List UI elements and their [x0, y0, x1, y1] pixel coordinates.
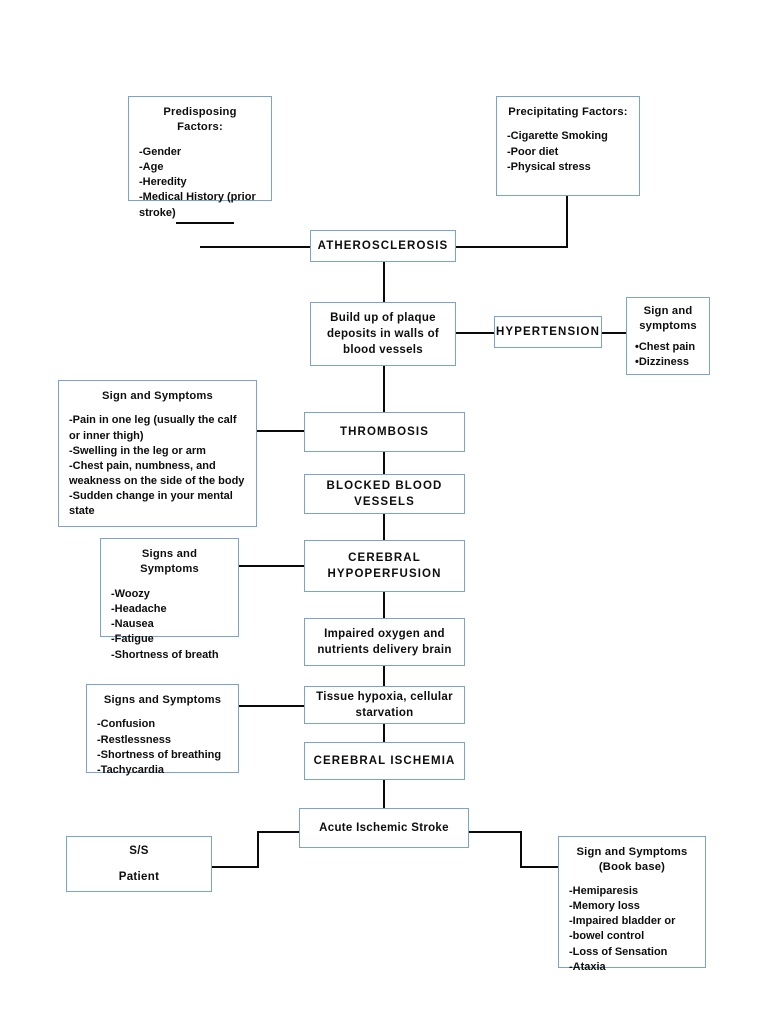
- list-item: -Shortness of breathing: [97, 748, 222, 761]
- node-predisposing-factors[interactable]: Predisposing Factors: -Gender -Age -Here…: [128, 96, 272, 219]
- node-tissue-hypoxia[interactable]: Tissue hypoxia, cellular starvation: [304, 686, 465, 724]
- list-item: -Physical stress: [507, 160, 591, 173]
- node-hypertension[interactable]: HYPERTENSION: [494, 316, 602, 348]
- connector-stroke-book-horizontal-lower: [520, 866, 560, 869]
- list-item: -Gender: [139, 145, 182, 158]
- hypertension-label: HYPERTENSION: [496, 325, 600, 338]
- thrombosis-label: THROMBOSIS: [340, 425, 429, 438]
- connector-stray-rule: [176, 222, 234, 225]
- list-item: -Headache: [111, 603, 167, 616]
- connector-left-into-atherosclerosis: [200, 246, 310, 249]
- list-item: -Cigarette Smoking: [507, 130, 608, 143]
- node-precipitating-factors[interactable]: Precipitating Factors: -Cigarette Smokin…: [496, 96, 640, 196]
- book-symptoms-list: -Hemiparesis -Memory loss -Impaired blad…: [569, 884, 695, 975]
- hypoxia-label: Tissue hypoxia, cellular starvation: [316, 690, 453, 719]
- node-cerebral-hypoperfusion[interactable]: CEREBRAL HYPOPERFUSION: [304, 540, 465, 592]
- connector-hypertension-symptoms: [602, 332, 626, 335]
- list-item: -Woozy: [111, 587, 150, 600]
- node-impaired-delivery[interactable]: Impaired oxygen and nutrients delivery b…: [304, 618, 465, 666]
- htn-symptoms-title-line1: Sign and: [643, 305, 693, 317]
- node-hypoperfusion-symptoms[interactable]: Signs and Symptoms -Woozy -Headache -Nau…: [100, 538, 239, 661]
- node-acute-ischemic-stroke[interactable]: Acute Ischemic Stroke: [299, 808, 469, 848]
- atherosclerosis-label: ATHEROSCLEROSIS: [317, 239, 449, 252]
- node-blocked-blood-vessels[interactable]: BLOCKED BLOOD VESSELS: [304, 474, 465, 514]
- list-item: -Pain in one leg (usually the calf or in…: [69, 414, 237, 442]
- list-item: -Nausea: [111, 618, 154, 631]
- list-item: -Loss of Sensation: [569, 945, 668, 958]
- hypoperfusion-symptoms-title: Signs and Symptoms: [140, 548, 199, 576]
- hypoperfusion-symptoms-list: -Woozy -Headache -Nausea -Fatigue -Short…: [111, 587, 228, 663]
- precipitating-list: -Cigarette Smoking -Poor diet -Physical …: [507, 129, 629, 175]
- blocked-vessels-label: BLOCKED BLOOD VESSELS: [326, 479, 443, 508]
- list-item: -Restlessness: [97, 733, 171, 746]
- list-item: -bowel control: [569, 930, 645, 943]
- connector-plaque-thrombosis: [383, 366, 386, 412]
- book-symptoms-title: Sign and Symptoms (Book base): [569, 845, 695, 876]
- connector-precipitating-horizontal: [455, 246, 568, 249]
- connector-hypoxia-ischemia: [383, 724, 386, 742]
- node-thrombosis-symptoms[interactable]: Sign and Symptoms -Pain in one leg (usua…: [58, 380, 257, 527]
- connector-ischemia-stroke: [383, 780, 386, 808]
- hypoperfusion-label: CEREBRAL HYPOPERFUSION: [327, 551, 442, 580]
- node-atherosclerosis[interactable]: ATHEROSCLEROSIS: [310, 230, 456, 262]
- htn-symptoms-title: Sign and symptoms: [635, 304, 701, 335]
- list-item: -Ataxia: [569, 960, 606, 973]
- connector-hypoxia-symptoms: [239, 705, 305, 708]
- list-item: -Confusion: [97, 718, 156, 731]
- node-hypoxia-symptoms[interactable]: Signs and Symptoms -Confusion -Restlessn…: [86, 684, 239, 776]
- list-item: -Memory loss: [569, 900, 640, 913]
- node-hypertension-symptoms[interactable]: Sign and symptoms •Chest pain •Dizziness: [626, 297, 710, 375]
- connector-hypoperfusion-impaired: [383, 592, 386, 618]
- list-item: -Heredity: [139, 176, 187, 189]
- ss-patient-line1: S/S: [129, 844, 149, 857]
- connector-sspatient-horizontal-lower: [211, 866, 259, 869]
- list-item: -Age: [139, 161, 164, 174]
- ss-patient-line2: Patient: [118, 871, 160, 883]
- connector-impaired-hypoxia: [383, 666, 386, 686]
- stroke-label: Acute Ischemic Stroke: [319, 821, 449, 834]
- plaque-label: Build up of plaque deposits in walls of …: [326, 311, 440, 357]
- connector-sspatient-vertical: [257, 831, 260, 868]
- node-ss-patient[interactable]: S/S Patient: [66, 836, 212, 892]
- list-item: -Shortness of breath: [111, 648, 219, 661]
- list-item: -Swelling in the leg or arm: [69, 444, 206, 457]
- connector-hypoperfusion-symptoms: [239, 565, 305, 568]
- htn-symptoms-title-line2: symptoms: [639, 320, 697, 333]
- impaired-delivery-label: Impaired oxygen and nutrients delivery b…: [317, 627, 452, 656]
- thrombosis-symptoms-list: -Pain in one leg (usually the calf or in…: [69, 413, 246, 519]
- connector-sspatient-horizontal-upper: [257, 831, 305, 834]
- list-item: •Dizziness: [635, 356, 689, 369]
- list-item: -Sudden change in your mental state: [69, 490, 233, 518]
- hypoxia-symptoms-list: -Confusion -Restlessness -Shortness of b…: [97, 717, 228, 778]
- htn-symptoms-list: •Chest pain •Dizziness: [635, 340, 701, 370]
- connector-stroke-book-vertical: [520, 831, 523, 868]
- list-item: -Medical History (prior stroke): [139, 191, 256, 219]
- node-thrombosis[interactable]: THROMBOSIS: [304, 412, 465, 452]
- book-symptoms-title-line1: Sign and Symptoms: [576, 846, 688, 858]
- connector-stroke-book-horizontal-upper: [468, 831, 522, 834]
- list-item: -Poor diet: [507, 145, 559, 158]
- list-item: -Chest pain, numbness, and weakness on t…: [69, 459, 245, 488]
- ischemia-label: CEREBRAL ISCHEMIA: [313, 754, 456, 767]
- node-plaque-buildup[interactable]: Build up of plaque deposits in walls of …: [310, 302, 456, 366]
- connector-blocked-hypoperfusion: [383, 514, 386, 540]
- node-book-base-symptoms[interactable]: Sign and Symptoms (Book base) -Hemipares…: [558, 836, 706, 973]
- list-item: -Tachycardia: [97, 763, 165, 776]
- list-item: -Hemiparesis: [569, 884, 639, 897]
- connector-atherosclerosis-plaque: [383, 262, 386, 302]
- thrombosis-symptoms-title: Sign and Symptoms: [102, 390, 213, 402]
- book-symptoms-title-line2: (Book base): [598, 861, 666, 874]
- node-cerebral-ischemia[interactable]: CEREBRAL ISCHEMIA: [304, 742, 465, 780]
- connector-thrombosis-symptoms: [257, 430, 305, 433]
- list-item: -Fatigue: [111, 633, 154, 646]
- connector-plaque-hypertension: [456, 332, 494, 335]
- precipitating-title: Precipitating Factors:: [508, 106, 628, 118]
- connector-thrombosis-blocked: [383, 452, 386, 474]
- connector-precipitating-vertical: [566, 196, 569, 248]
- list-item: -Impaired bladder or: [569, 915, 676, 928]
- predisposing-title: Predisposing Factors:: [163, 106, 237, 134]
- hypoxia-symptoms-title: Signs and Symptoms: [103, 694, 222, 706]
- predisposing-list: -Gender -Age -Heredity -Medical History …: [139, 145, 261, 221]
- list-item: •Chest pain: [635, 340, 696, 353]
